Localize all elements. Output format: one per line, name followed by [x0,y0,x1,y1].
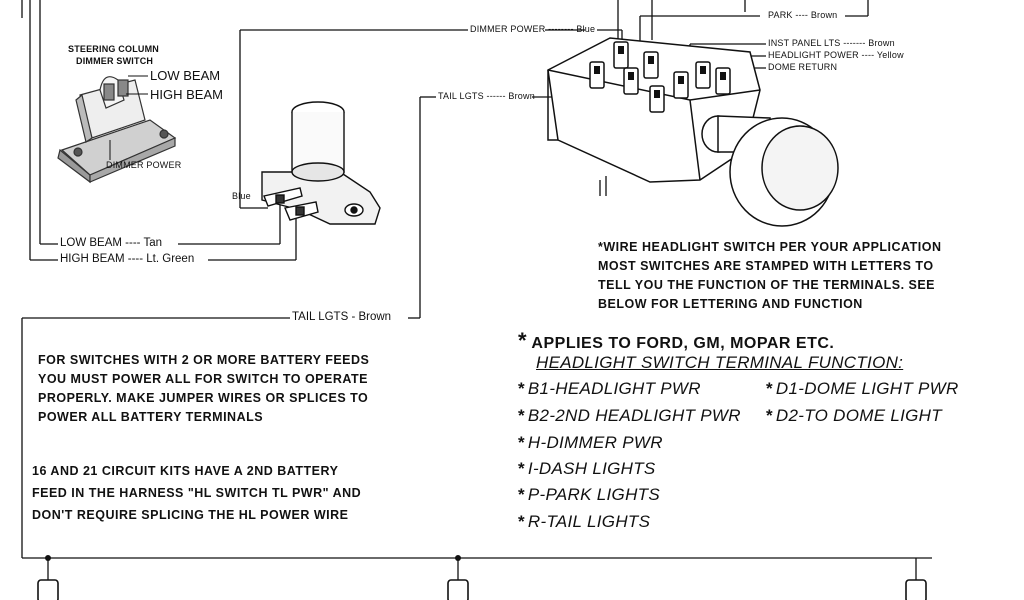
low-beam-label: LOW BEAM [150,68,221,83]
dimmer-power-wire-label: DIMMER POWER -------- Blue [470,24,596,34]
low-beam-wire-color: Tan [143,237,163,249]
high-beam-label: HIGH BEAM [150,87,223,102]
note-line: 16 AND 21 CIRCUIT KITS HAVE A 2ND BATTER… [32,464,339,478]
tail-lights-top-wire-label: TAIL LGTS ------ Brown [438,91,535,101]
terminal-d2-text: D2-TO DOME LIGHT [775,406,942,425]
low-beam-wire-label: LOW BEAM ---- Tan [60,237,163,249]
star-mark: * [518,328,528,353]
tail-lights-wire-color: Brown [358,311,392,323]
dimmer-photo-subtitle: DIMMER SWITCH [76,56,154,66]
inst-panel-wire-label: INST PANEL LTS ------- Brown [768,38,895,48]
terminal-function-heading: HEADLIGHT SWITCH TERMINAL FUNCTION: [536,353,904,372]
terminal-p-text: P-PARK LIGHTS [527,485,660,504]
note-line: *WIRE HEADLIGHT SWITCH PER YOUR APPLICAT… [598,240,942,254]
star-mark: * [518,433,525,452]
note-line: FOR SWITCHES WITH 2 OR MORE BATTERY FEED… [38,353,370,367]
inst-panel-wire-name: INST PANEL LTS [768,38,841,48]
dimmer-photo-title: STEERING COLUMN [68,44,160,54]
terminal-i-text: I-DASH LIGHTS [527,459,656,478]
floor-dimmer-switch [261,101,381,225]
note-line: POWER ALL BATTERY TERMINALS [38,410,264,424]
terminal-h: *H-DIMMER PWR [518,433,663,453]
terminal-d2: *D2-TO DOME LIGHT [766,406,942,426]
note-line: FEED IN THE HARNESS "HL SWITCH TL PWR" A… [32,486,362,500]
star-mark: * [518,512,525,531]
applies-to-heading: * APPLIES TO FORD, GM, MOPAR ETC. [518,328,834,354]
tail-lights-wire-label: TAIL LGTS - Brown [292,311,392,323]
high-beam-wire-name: HIGH BEAM [60,253,125,265]
terminal-b2-text: B2-2ND HEADLIGHT PWR [527,406,741,425]
headlight-power-wire-label: HEADLIGHT POWER ---- Yellow [768,50,904,60]
tail-lights-wire-name: TAIL LGTS [292,311,349,323]
terminal-b1-text: B1-HEADLIGHT PWR [527,379,701,398]
note-line: MOST SWITCHES ARE STAMPED WITH LETTERS T… [598,259,934,273]
terminal-p: *P-PARK LIGHTS [518,485,660,505]
terminal-b2: *B2-2ND HEADLIGHT PWR [518,406,741,426]
floor-switch-wire-color: Blue [232,191,251,201]
dimmer-power-wire-name: DIMMER POWER [470,24,546,34]
wire-per-application-note: *WIRE HEADLIGHT SWITCH PER YOUR APPLICAT… [598,238,942,314]
tail-lights-top-wire-name: TAIL LGTS [438,91,484,101]
dome-return-wire-label: DOME RETURN [768,62,838,72]
terminal-d1: *D1-DOME LIGHT PWR [766,379,959,399]
park-wire-name: PARK [768,10,793,20]
dimmer-power-label: DIMMER POWER [106,160,182,170]
note-line: DON'T REQUIRE SPLICING THE HL POWER WIRE [32,508,349,522]
star-mark: * [518,485,525,504]
low-beam-wire-name: LOW BEAM [60,237,122,249]
terminal-h-text: H-DIMMER PWR [527,433,663,452]
terminal-i: *I-DASH LIGHTS [518,459,656,479]
note-line: PROPERLY. MAKE JUMPER WIRES OR SPLICES T… [38,391,369,405]
high-beam-wire-color: Lt. Green [146,253,195,265]
terminal-r: *R-TAIL LIGHTS [518,512,650,532]
dimmer-power-wire-color: Blue [576,24,596,34]
headlight-power-wire-color: Yellow [876,50,904,60]
terminal-d1-text: D1-DOME LIGHT PWR [775,379,959,398]
headlight-power-wire-name: HEADLIGHT POWER [768,50,859,60]
park-wire-color: Brown [810,10,838,20]
star-mark: * [766,379,773,398]
note-line: BELOW FOR LETTERING AND FUNCTION [598,297,863,311]
note-line: YOU MUST POWER ALL FOR SWITCH TO OPERATE [38,372,368,386]
note-line: TELL YOU THE FUNCTION OF THE TERMINALS. … [598,278,936,292]
star-mark: * [518,406,525,425]
terminal-r-text: R-TAIL LIGHTS [527,512,651,531]
star-mark: * [518,379,525,398]
headlight-switch [547,37,839,227]
high-beam-wire-label: HIGH BEAM ---- Lt. Green [60,253,195,265]
star-mark: * [518,459,525,478]
terminal-b1: *B1-HEADLIGHT PWR [518,379,701,399]
circuit-kits-note: 16 AND 21 CIRCUIT KITS HAVE A 2ND BATTER… [32,460,361,526]
star-mark: * [766,406,773,425]
inst-panel-wire-color: Brown [868,38,895,48]
tail-lights-top-wire-color: Brown [508,91,535,101]
battery-feeds-note: FOR SWITCHES WITH 2 OR MORE BATTERY FEED… [38,351,369,427]
park-wire-label: PARK ---- Brown [768,10,838,20]
applies-to-text: APPLIES TO FORD, GM, MOPAR ETC. [531,335,835,352]
